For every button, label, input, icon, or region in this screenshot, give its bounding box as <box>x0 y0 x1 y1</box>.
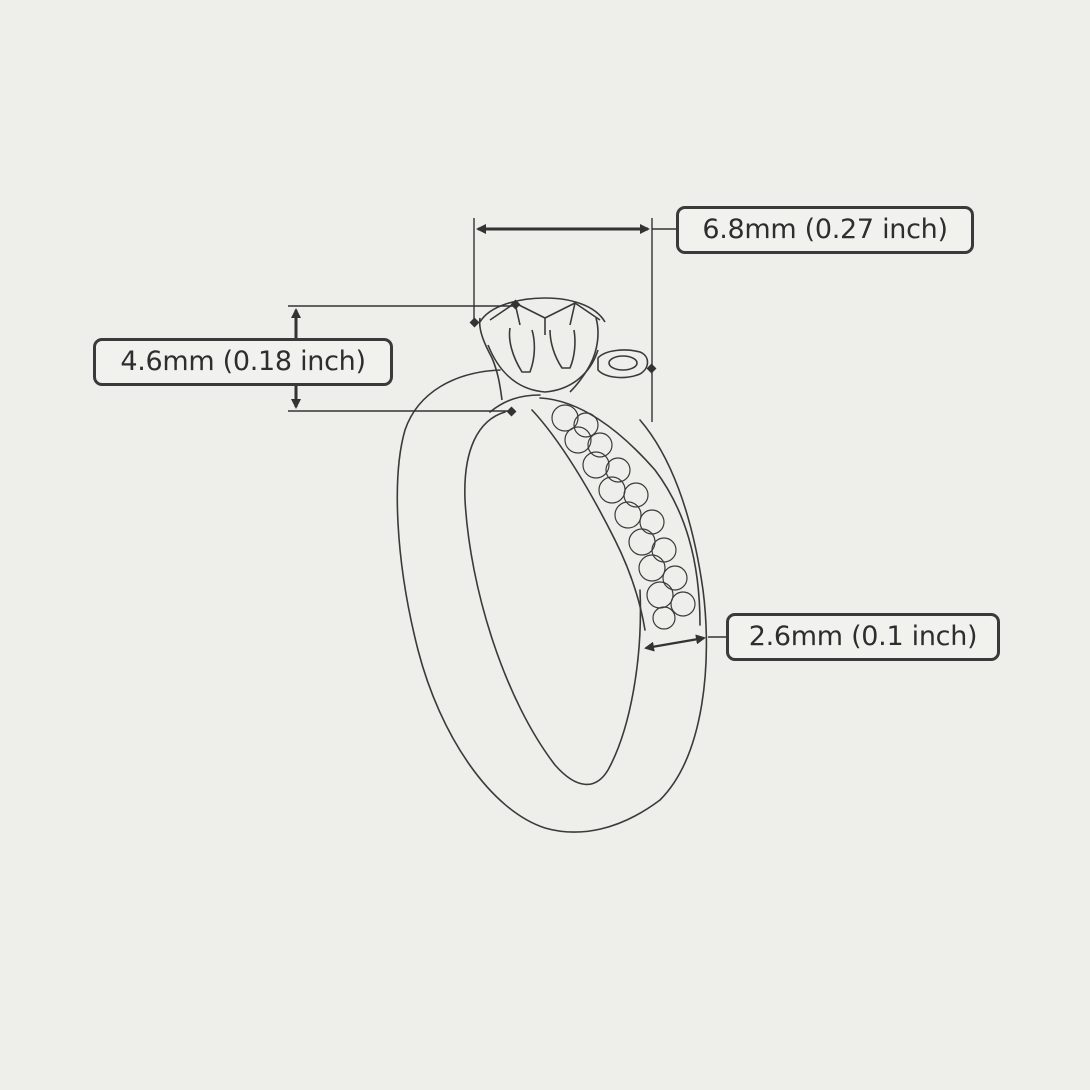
dimension-head-width <box>473 218 676 422</box>
pave-stone <box>623 482 649 508</box>
pave-stone <box>582 451 610 479</box>
pave-stone <box>605 457 631 483</box>
head-height-label: 4.6mm (0.18 inch) <box>93 338 393 386</box>
pave-stone <box>564 426 592 454</box>
prong-mid-left <box>508 327 536 373</box>
pave-stone <box>628 528 656 556</box>
band-top-edge <box>489 394 541 413</box>
pave-stone <box>662 565 688 591</box>
pave-channel-outer <box>539 397 701 626</box>
pave-stone <box>639 509 665 535</box>
pave-stone <box>614 501 642 529</box>
reference-point <box>510 299 521 310</box>
reference-points <box>469 299 657 417</box>
center-stone-facets <box>489 302 601 335</box>
reference-point <box>506 406 517 417</box>
dimension-arrow <box>644 634 706 652</box>
solitaire-head <box>478 297 649 401</box>
pave-stone <box>646 581 674 609</box>
pave-stone <box>670 591 696 617</box>
head-width-label: 6.8mm (0.27 inch) <box>676 206 974 254</box>
pave-stones <box>551 404 696 630</box>
prong-mid-right <box>549 329 576 369</box>
accent-stone <box>597 349 649 379</box>
pave-channel-inner <box>531 409 646 631</box>
ring-band <box>396 369 708 833</box>
pave-stone <box>638 554 666 582</box>
pave-stone <box>551 404 579 432</box>
head-basket <box>487 344 599 393</box>
band-outer-outline <box>396 369 708 833</box>
pave-stone <box>651 537 677 563</box>
band-inner-outline <box>464 411 642 786</box>
prong-right <box>569 317 599 393</box>
center-stone-crown <box>479 297 606 323</box>
accent-stone-facet <box>608 355 638 371</box>
band-width-label: 2.6mm (0.1 inch) <box>726 613 1000 661</box>
reference-point <box>469 317 480 328</box>
reference-point <box>646 363 657 374</box>
prong-left <box>478 317 503 401</box>
pave-stone <box>573 412 599 438</box>
pave-stone <box>587 432 613 458</box>
dimension-band-width <box>644 634 726 652</box>
pave-stone <box>652 606 676 630</box>
